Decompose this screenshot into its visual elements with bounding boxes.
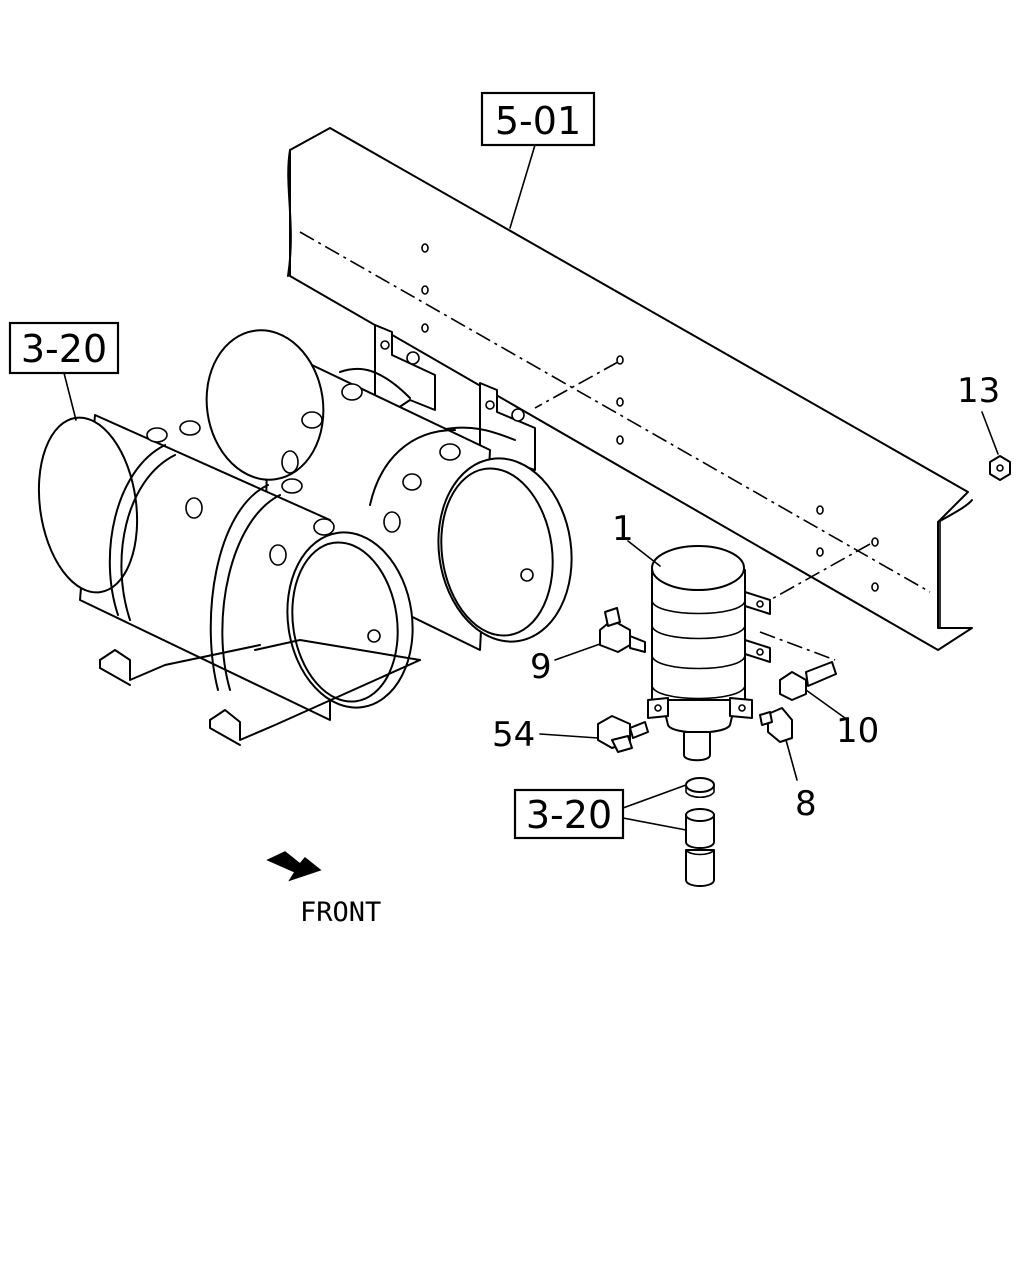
front-direction-label: FRONT [300,897,381,928]
air-tanks [37,329,573,721]
hose-clamp [685,777,715,799]
front-arrow-icon [266,851,322,882]
ref-box-tanks: 3-20 [8,321,120,421]
callout-9: 9 [530,647,552,687]
ref-tanks-label: 3-20 [21,327,107,371]
tank-cradle [99,639,421,746]
tank-brackets [339,324,536,471]
callout-8: 8 [795,784,817,824]
ref-hoses-label: 3-20 [526,793,612,837]
bolt [779,661,837,701]
hose [685,808,715,887]
air-dryer [647,545,771,762]
callout-1: 1 [612,509,634,549]
ref-box-frame: 5-01 [480,91,596,229]
tee-fitting [599,607,646,653]
ref-box-hoses: 3-20 [513,784,687,840]
frame-rail [287,127,973,651]
callout-13: 13 [957,371,1000,411]
ref-frame-label: 5-01 [495,99,581,143]
nut [989,455,1011,481]
valve-fitting [597,715,649,753]
callout-54: 54 [492,715,535,755]
elbow-fitting [759,707,793,743]
